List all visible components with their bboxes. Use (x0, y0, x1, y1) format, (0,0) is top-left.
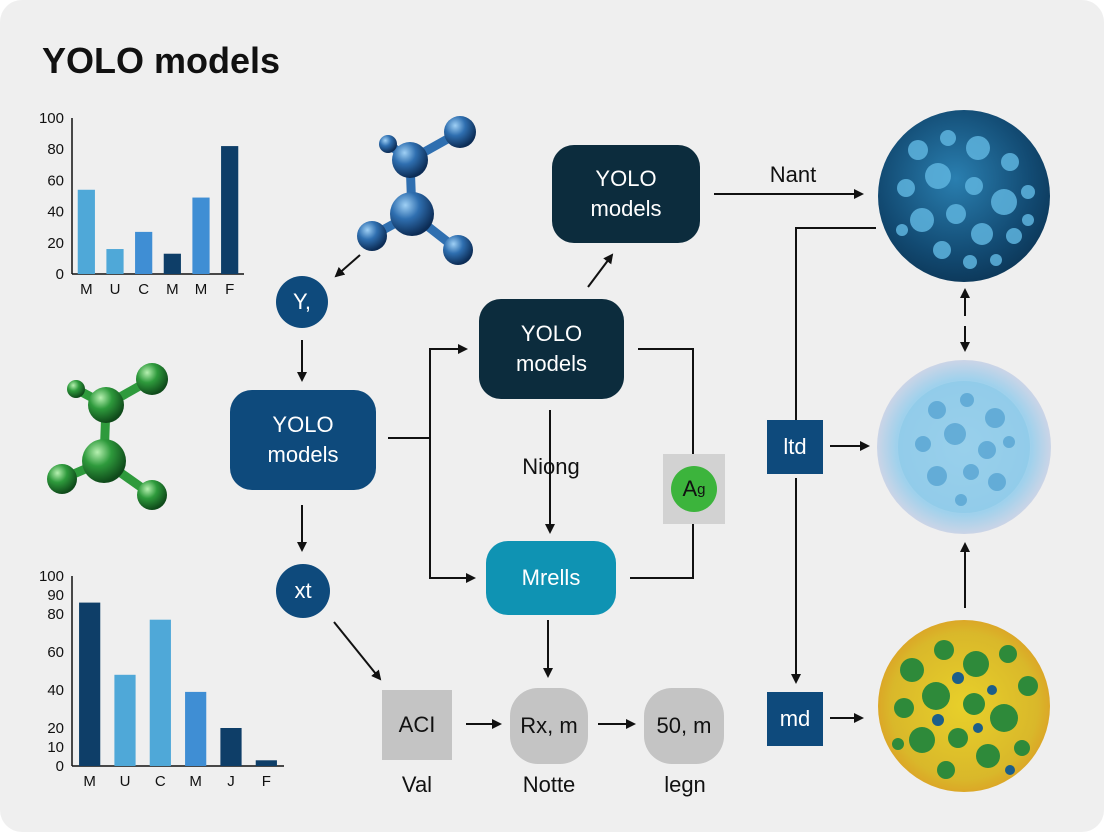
top-model-box: YOLO models (552, 145, 700, 243)
left-model-label: YOLO models (267, 412, 339, 467)
blue-cells-sphere-image (878, 110, 1050, 282)
green-cells-sphere-image (878, 620, 1050, 792)
y-node: Y, (276, 276, 328, 328)
arrow-xt-to-aci (333, 621, 382, 681)
chart-2-ytick-label: 90 (47, 587, 64, 604)
line-mid-to-ag (638, 348, 694, 454)
chart-2-bar (114, 674, 136, 766)
chart-2-category-label: F (262, 773, 271, 790)
chart-1-ytick-label: 60 (47, 172, 64, 189)
chart-1-category-label: C (138, 281, 149, 298)
chart-2-category-label: J (227, 773, 235, 790)
cell-sphere-image (877, 360, 1051, 534)
chart-1-ytick-label: 40 (47, 204, 64, 221)
chart-1-bar (77, 189, 95, 274)
blue-cells-pattern (896, 130, 1035, 269)
rx-box: Rx, m (510, 688, 588, 764)
chart-2-ytick-label: 100 (39, 568, 64, 585)
chart-1-bar (106, 249, 124, 274)
page-title: YOLO models (42, 40, 281, 81)
chart-1-bar (135, 231, 153, 274)
arrow-molecule-to-y (334, 254, 361, 278)
chart-2-category-label: M (189, 773, 202, 790)
chart-2-ytick-label: 0 (56, 758, 64, 775)
chart-2-ytick-label: 40 (47, 682, 64, 699)
chart-1-ytick-label: 20 (47, 235, 64, 252)
chart-2-ytick-label: 80 (47, 606, 64, 623)
chart-1-bar (221, 146, 239, 274)
md-box: md (767, 692, 823, 746)
chart-1-category-label: M (80, 281, 93, 298)
molecule-green-icon (47, 363, 168, 510)
chart-1-ytick-label: 0 (56, 266, 64, 283)
mrells-box: Mrells (486, 541, 616, 615)
ag-symbol: A (682, 476, 698, 501)
chart-1-bar (163, 253, 181, 274)
niong-label: Niong (522, 454, 580, 479)
top-model-label: YOLO models (590, 166, 662, 221)
chart-2-bar (220, 728, 242, 766)
left-model-box: YOLO models (230, 390, 376, 490)
arrow-mid-to-top-model (587, 253, 614, 288)
chart-1-ytick-label: 100 (39, 110, 64, 127)
chart-2-ytick-label: 60 (47, 644, 64, 661)
mid-model-label: YOLO models (516, 321, 587, 376)
chart-1-category-label: F (225, 281, 234, 298)
chart-2-category-label: C (155, 773, 166, 790)
chart-2-ytick-label: 10 (47, 739, 64, 756)
notte-label: Notte (522, 772, 576, 797)
chart-1-category-label: U (110, 281, 121, 298)
chart-1-bar (192, 197, 210, 274)
chart-2-bar (255, 760, 277, 766)
chart-1-category-label: M (166, 281, 179, 298)
aci-box: ACI (382, 690, 452, 760)
nant-label: Nant (769, 162, 817, 187)
chart-2-bar (185, 691, 207, 766)
chart-2-bar (149, 619, 171, 766)
chart-2-bar (79, 602, 101, 766)
chart-2-category-label: U (120, 773, 131, 790)
chart-2-category-label: M (83, 773, 96, 790)
cell-sphere-pattern (898, 381, 1030, 513)
arrow-split-to-mrells (429, 438, 476, 583)
line-ag-to-mrells (630, 524, 694, 579)
legn-label: legn (664, 772, 706, 797)
mid-model-box: YOLO models (479, 299, 624, 399)
xt-node: xt (276, 564, 330, 618)
arrow-split-to-mid-model (388, 344, 468, 439)
val-label: Val (401, 772, 433, 797)
ag-subscript: g (697, 480, 706, 498)
green-cells-pattern (892, 640, 1038, 779)
chart-2-ytick-label: 20 (47, 720, 64, 737)
chart-1-category-label: M (195, 281, 208, 298)
molecule-blue-icon (357, 116, 476, 265)
ltd-box: ltd (767, 420, 823, 474)
chart-1-ytick-label: 80 (47, 141, 64, 158)
fifty-box: 50, m (644, 688, 724, 764)
line-ltd-branch (795, 227, 876, 420)
